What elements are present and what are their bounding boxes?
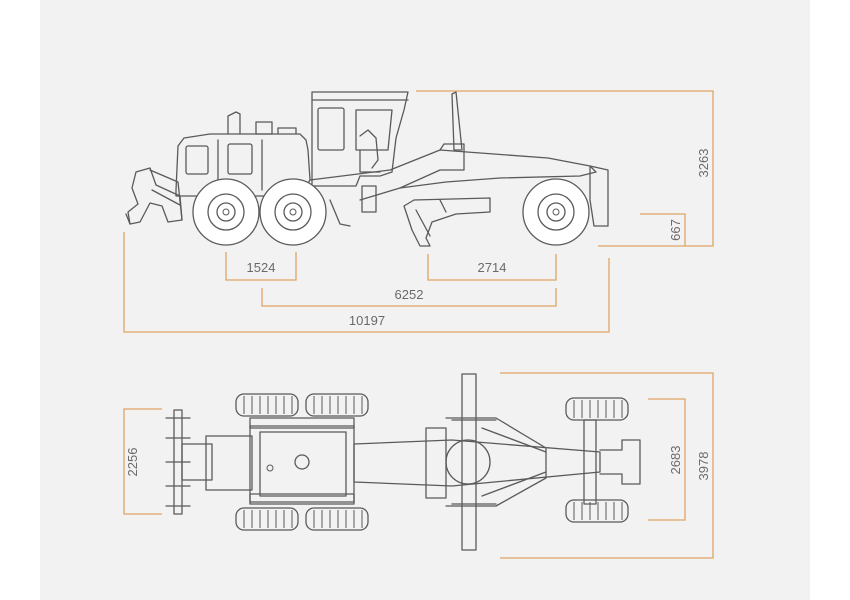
dim-2683-label: 2683 (668, 446, 683, 475)
top-body (205, 417, 355, 505)
top-view: 2256 2683 3978 (123, 372, 714, 559)
dim-10197-label: 10197 (349, 313, 385, 328)
dim-6252-label: 6252 (395, 287, 424, 302)
dim-3978-label: 3978 (696, 452, 711, 481)
rear-ripper (125, 167, 183, 225)
dim-1524-label: 1524 (247, 260, 276, 275)
rear-wheel-2 (259, 178, 327, 246)
front-wheel (522, 178, 590, 246)
dim-2256-label: 2256 (125, 448, 140, 477)
top-dimension-lines (123, 372, 714, 559)
dim-3263-label: 3263 (696, 149, 711, 178)
dim-2714-label: 2714 (478, 260, 507, 275)
top-frame (353, 427, 601, 499)
side-wheels (192, 178, 590, 246)
top-moldboard (445, 373, 547, 551)
top-rear-wheels (235, 393, 369, 531)
diagram-panel (40, 0, 810, 600)
front-frame-tip (589, 165, 609, 227)
side-view: 1524 2714 6252 10197 3263 667 (123, 90, 714, 333)
cab (311, 91, 409, 187)
main-frame (309, 91, 597, 227)
side-dimension-lines (123, 90, 714, 333)
top-front-axle (565, 397, 641, 523)
top-ripper (165, 409, 213, 515)
rear-wheel-1 (192, 178, 260, 246)
engine-body (175, 111, 311, 197)
dim-667-label: 667 (668, 219, 683, 241)
moldboard (403, 197, 491, 247)
